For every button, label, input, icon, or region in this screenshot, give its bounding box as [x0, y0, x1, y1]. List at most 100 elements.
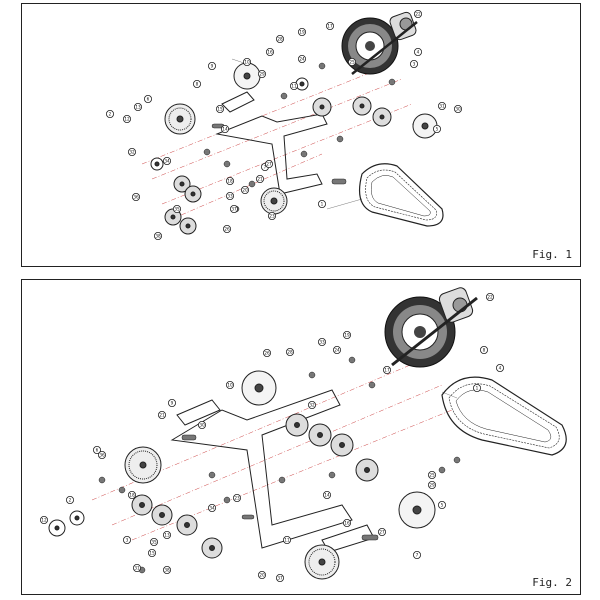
- callout-1: 1: [472, 384, 481, 393]
- suspension-frame: [215, 91, 328, 195]
- svg-text:7: 7: [416, 553, 419, 558]
- svg-text:5: 5: [436, 127, 439, 132]
- callout-25: 25: [347, 58, 356, 67]
- svg-text:35: 35: [151, 540, 157, 545]
- hardware-small-parts: [98, 356, 461, 574]
- svg-text:15: 15: [217, 107, 223, 112]
- callout-9: 9: [207, 62, 216, 71]
- callout-27: 27: [377, 527, 386, 536]
- wheel-rear-right: [398, 491, 436, 529]
- svg-text:31: 31: [439, 104, 445, 109]
- callout-38: 38: [162, 565, 171, 574]
- callout-11: 11: [282, 535, 291, 544]
- svg-text:31: 31: [134, 566, 140, 571]
- svg-text:13: 13: [164, 533, 170, 538]
- callout-38: 38: [153, 231, 162, 240]
- callout-36: 36: [98, 450, 107, 459]
- svg-text:36: 36: [133, 195, 139, 200]
- callout-22: 22: [485, 292, 494, 301]
- svg-text:9: 9: [211, 64, 214, 69]
- svg-text:19: 19: [299, 30, 305, 35]
- callout-35: 35: [172, 204, 181, 213]
- callout-21: 21: [255, 174, 264, 183]
- callout-14: 14: [322, 490, 331, 499]
- callout-29: 29: [257, 70, 266, 79]
- callout-37: 37: [229, 204, 238, 213]
- callout-4: 4: [495, 364, 504, 373]
- callout-29: 29: [427, 480, 436, 489]
- drive-hub: [391, 287, 478, 367]
- svg-text:28: 28: [287, 350, 293, 355]
- wheel-inner-3: [330, 433, 354, 457]
- svg-text:24: 24: [299, 57, 305, 62]
- svg-text:6: 6: [96, 448, 99, 453]
- callout-27: 27: [264, 159, 273, 168]
- callout-16: 16: [342, 518, 351, 527]
- callout-34: 34: [207, 503, 216, 512]
- svg-text:27: 27: [266, 162, 272, 167]
- callout-30: 30: [453, 105, 462, 114]
- wheel-mid-3: [164, 208, 182, 226]
- callout-24: 24: [332, 346, 341, 355]
- wheel-idler-top: [241, 370, 277, 406]
- svg-text:28: 28: [277, 37, 283, 42]
- callout-37: 37: [275, 573, 284, 582]
- svg-text:27: 27: [379, 530, 385, 535]
- callout-6: 6: [144, 95, 153, 104]
- wheel-inner-1: [285, 413, 309, 437]
- callout-19: 19: [297, 27, 306, 36]
- svg-text:2: 2: [69, 498, 72, 503]
- wheel-mid-2: [151, 504, 173, 526]
- svg-text:33: 33: [319, 340, 325, 345]
- wheel-idler-top: [233, 62, 261, 90]
- svg-text:38: 38: [164, 568, 170, 573]
- callout-7: 7: [412, 550, 421, 559]
- svg-text:8: 8: [196, 82, 199, 87]
- callout-2: 2: [66, 495, 75, 504]
- svg-text:13: 13: [135, 105, 141, 110]
- svg-text:23: 23: [234, 496, 240, 501]
- callout-8: 8: [479, 346, 488, 355]
- drive-hub: [351, 11, 418, 75]
- svg-text:26: 26: [264, 351, 270, 356]
- wheel-mid-4: [201, 537, 223, 559]
- svg-text:14: 14: [324, 493, 330, 498]
- callout-5: 5: [432, 125, 441, 134]
- callout-17: 17: [325, 21, 334, 30]
- figure-2-drawing: 1234567891011121314151617181920212223242…: [39, 287, 567, 582]
- callouts: 1234567891011121314151617181920212223242…: [106, 10, 462, 240]
- svg-text:37: 37: [231, 207, 237, 212]
- wheel-small-right: [295, 77, 309, 91]
- svg-text:10: 10: [244, 60, 250, 65]
- svg-text:23: 23: [269, 214, 275, 219]
- wheel-rear-right: [412, 113, 438, 139]
- wheel-inner-1: [312, 97, 332, 117]
- wheel-rear-left: [304, 544, 340, 580]
- wheel-mid-1: [173, 175, 191, 193]
- svg-text:4: 4: [499, 366, 502, 371]
- callout-13: 13: [134, 103, 143, 112]
- callout-26: 26: [222, 224, 231, 233]
- callout-17: 17: [382, 366, 391, 375]
- svg-text:3: 3: [413, 62, 416, 67]
- svg-text:34: 34: [164, 159, 170, 164]
- svg-text:6: 6: [147, 97, 150, 102]
- svg-text:33: 33: [227, 194, 233, 199]
- svg-text:3: 3: [126, 538, 129, 543]
- wheel-set: [48, 370, 436, 580]
- callout-32: 32: [307, 401, 316, 410]
- callout-5: 5: [437, 500, 446, 509]
- svg-text:19: 19: [344, 333, 350, 338]
- callout-6: 6: [93, 445, 102, 454]
- svg-text:34: 34: [209, 506, 215, 511]
- svg-text:1: 1: [321, 202, 324, 207]
- figure-label: Fig. 1: [532, 248, 572, 261]
- figure-1-drawing: 1234567891011121314151617181920212223242…: [106, 10, 462, 240]
- svg-text:29: 29: [429, 483, 435, 488]
- callout-24: 24: [297, 55, 306, 64]
- svg-text:29: 29: [259, 72, 265, 77]
- callout-32: 32: [128, 147, 137, 156]
- svg-text:2: 2: [109, 112, 112, 117]
- svg-text:20: 20: [242, 188, 248, 193]
